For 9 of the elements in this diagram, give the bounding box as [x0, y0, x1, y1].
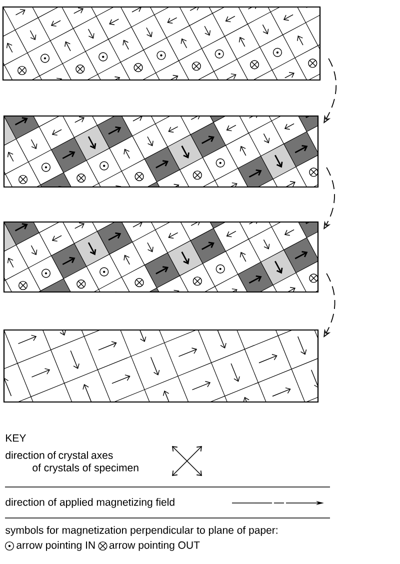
- key-text: arrow pointing IN: [16, 541, 95, 551]
- key-text: direction of applied magnetizing field: [6, 498, 174, 508]
- key-heading: KEY: [6, 434, 26, 442]
- key-text: symbols for magnetization perpendicular to plane of paper:: [6, 526, 278, 536]
- specimen-drawing: [3, 115, 319, 188]
- specimen-drawing: [3, 329, 319, 403]
- key-text: arrow pointing OUT: [109, 541, 200, 551]
- specimen-drawing: [2, 6, 321, 81]
- specimen-drawing: [3, 221, 319, 293]
